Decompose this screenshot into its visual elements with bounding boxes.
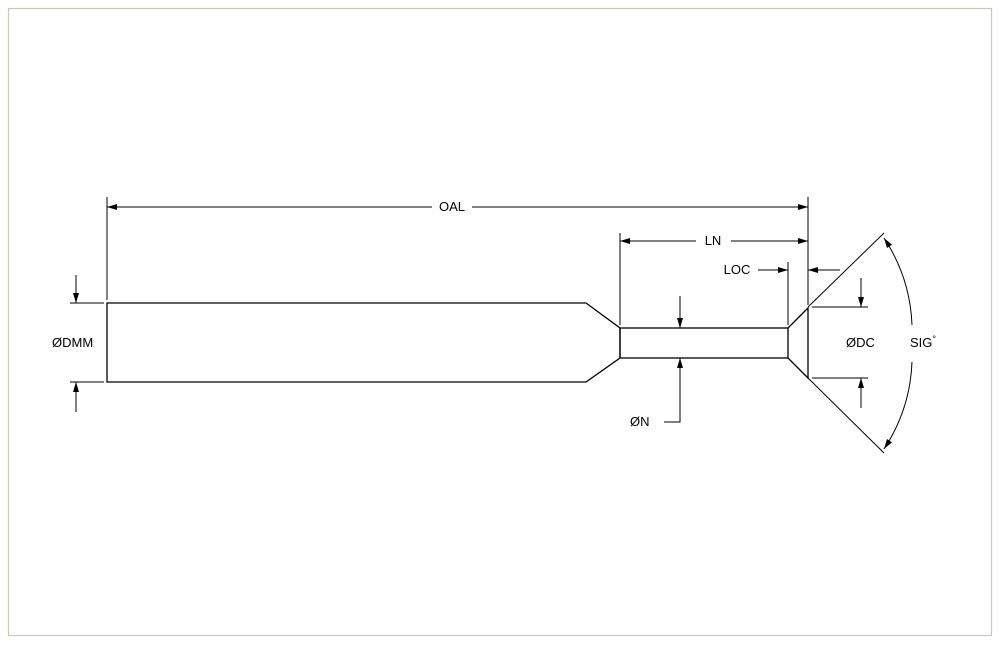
n-dimension: ØN <box>630 296 683 429</box>
n-label: ØN <box>630 414 650 429</box>
ln-dimension: LN <box>619 233 808 325</box>
sig-label: SIG° <box>910 334 936 350</box>
dc-dimension: ØDC <box>812 278 875 408</box>
neck-outline <box>619 327 789 359</box>
tool-body <box>106 302 809 383</box>
shank-outline <box>106 302 621 383</box>
dmm-dimension: ØDMM <box>52 275 104 412</box>
ln-label: LN <box>705 233 722 248</box>
dmm-label: ØDMM <box>52 335 93 350</box>
sig-angle-dimension: SIG° <box>807 232 936 454</box>
dc-label: ØDC <box>846 335 875 350</box>
sheet-border <box>7 7 993 637</box>
cutter-head-outline <box>787 306 809 380</box>
oal-label: OAL <box>439 199 465 214</box>
loc-dimension: LOC <box>724 262 840 325</box>
oal-dimension: OAL <box>106 197 809 305</box>
loc-label: LOC <box>724 262 751 277</box>
